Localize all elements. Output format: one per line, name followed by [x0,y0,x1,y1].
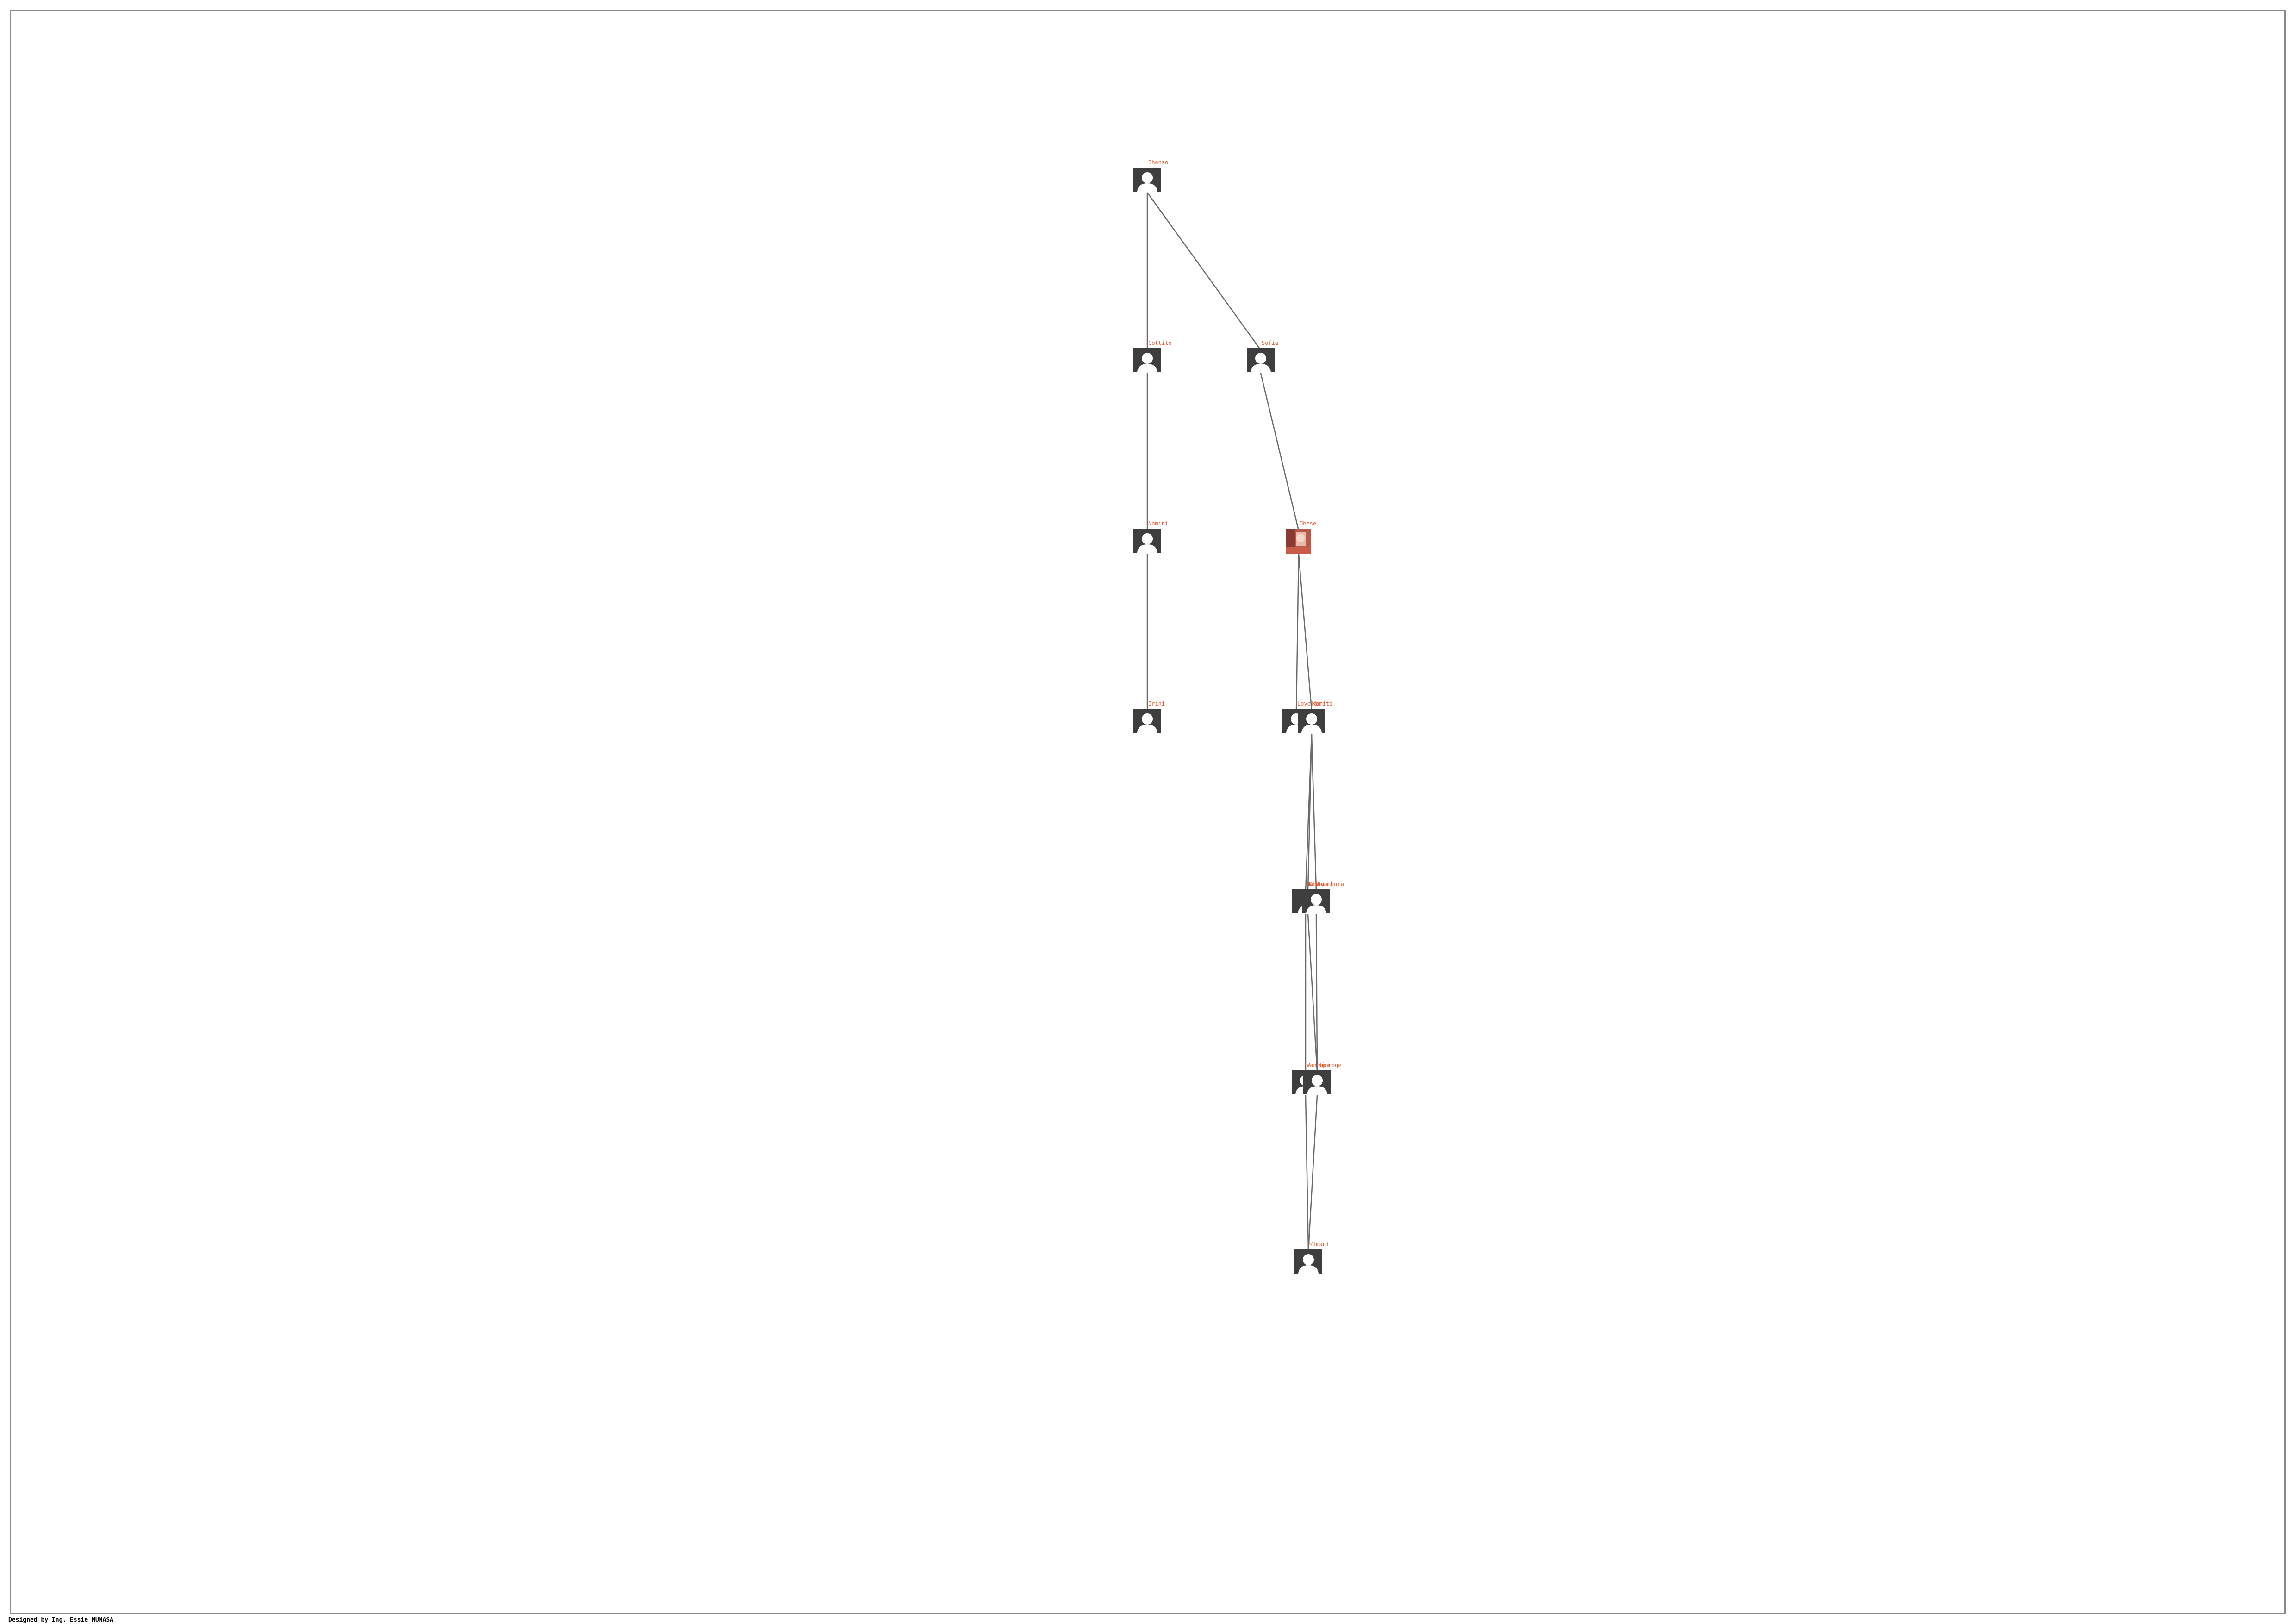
person-silhouette-icon [1133,168,1161,192]
member-node[interactable]: Kamiti [1298,700,1332,733]
member-name-label: Njoroge [1318,1062,1342,1068]
member-photo-icon [1286,529,1311,554]
member-node[interactable]: Shenzo [1133,159,1168,192]
member-name-label: Cottito [1148,340,1172,346]
edge-m13-m14 [1307,1095,1318,1252]
member-name-label: Kimani [1309,1241,1329,1248]
member-node[interactable]: Cottito [1133,340,1172,372]
member-node[interactable]: Obese [1286,520,1316,554]
member-node[interactable]: Nomini [1133,520,1168,553]
member-node[interactable]: Irini [1133,700,1165,733]
member-node[interactable]: Kimani [1294,1241,1329,1274]
edge-m5-m7 [1295,553,1300,711]
member-name-label: Nyambura [1317,881,1344,887]
edge-m10-m13 [1307,914,1318,1073]
member-name-label: Irini [1148,700,1165,707]
member-name-label: Kiberi [1309,881,1329,887]
member-name-label: Sofie [1262,340,1278,346]
person-silhouette-icon [1247,348,1275,372]
edge-m12-m14 [1305,1095,1309,1252]
edge-m5-m8 [1298,553,1313,711]
person-silhouette-icon [1133,529,1161,553]
member-name-label: Shenzo [1148,159,1168,166]
edges-layer [1146,192,1318,1252]
member-node[interactable]: Sofie [1247,340,1278,372]
diagram-frame [10,10,2286,1614]
person-silhouette-icon [1302,889,1330,913]
member-name-label: Wangari [1307,1062,1330,1068]
edge-m1-m3 [1146,192,1262,350]
member-name-label: Obese [1300,520,1316,527]
person-silhouette-icon [1298,709,1325,733]
member-node[interactable]: Nyambura [1302,881,1344,913]
edge-m8-m10 [1307,733,1313,892]
member-name-label: Nomini [1148,520,1168,527]
person-silhouette-icon [1294,1249,1322,1274]
person-silhouette-icon [1133,709,1161,733]
person-silhouette-icon [1133,348,1161,372]
member-name-label: Jabari [1307,881,1326,887]
edge-m8-m11 [1311,733,1317,892]
designer-credit: Designed by Ing. Essie MUNASA [8,1617,113,1624]
edge-m11-m13 [1315,914,1318,1073]
member-name-label: Kamiti [1313,700,1332,707]
edge-m3-m5 [1260,373,1300,531]
member-name-label: Loyola [1297,700,1317,707]
person-silhouette-icon [1303,1070,1331,1094]
member-node[interactable]: Njoroge [1303,1062,1342,1094]
